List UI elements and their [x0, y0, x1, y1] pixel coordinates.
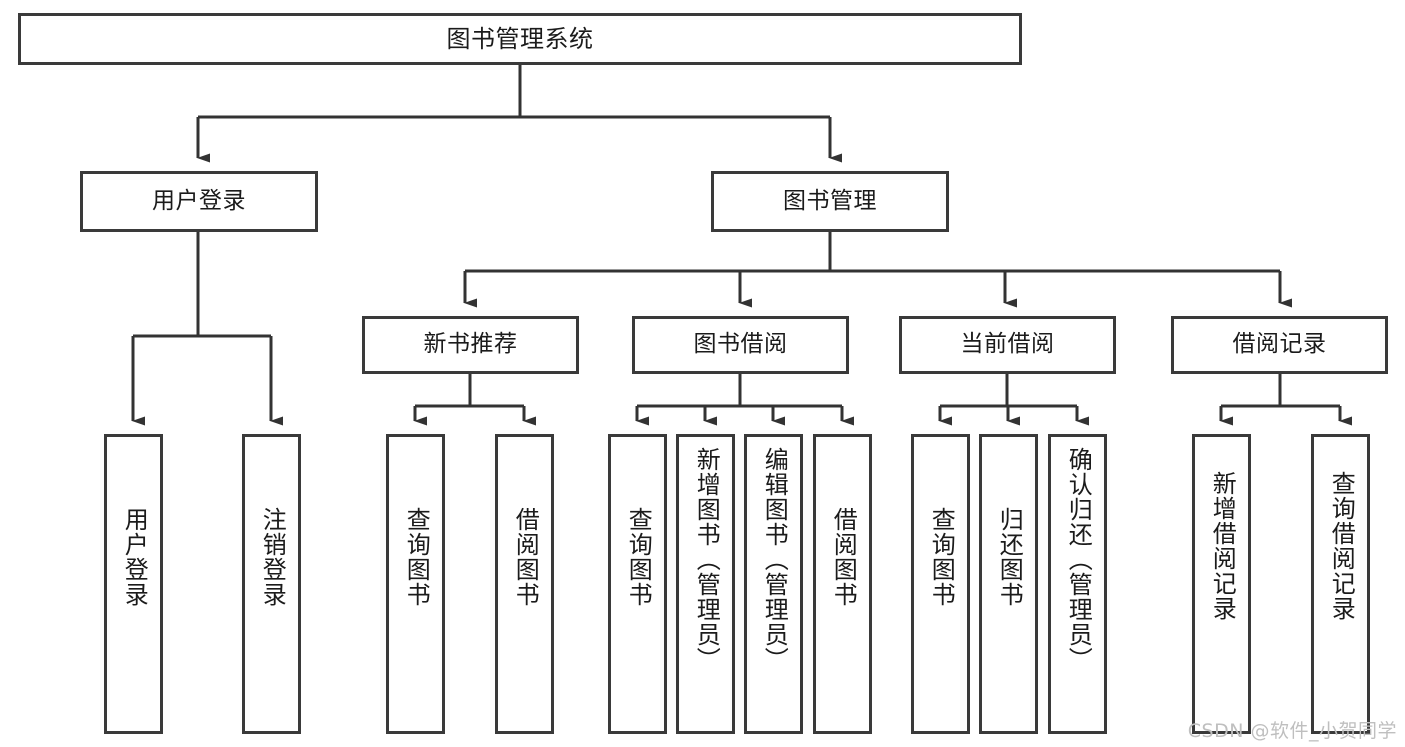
node-book-management[interactable]: 图书管理 [711, 171, 949, 232]
node-label: 图书管理系统 [446, 24, 594, 53]
node-label: 编辑图书（管理员） [760, 447, 789, 672]
node-label: 确认归还（管理员） [1064, 447, 1093, 672]
node-leaf-return-book[interactable]: 归还图书 [979, 434, 1038, 734]
edge-recommend-to-leaves [413, 374, 536, 426]
node-label: 借阅记录 [1232, 331, 1327, 358]
edge-record-to-leaves [1219, 374, 1352, 426]
node-label: 归还图书 [995, 507, 1024, 607]
node-label: 新增借阅记录 [1208, 471, 1237, 621]
node-label: 用户登录 [152, 187, 246, 214]
watermark-text: CSDN @软件_小贺同学 [1187, 720, 1397, 742]
node-leaf-add-borrow-record[interactable]: 新增借阅记录 [1192, 434, 1251, 734]
node-label: 图书管理 [783, 187, 877, 214]
node-current-borrow[interactable]: 当前借阅 [899, 316, 1116, 374]
edge-current-to-leaves [938, 374, 1089, 426]
node-borrow-record[interactable]: 借阅记录 [1171, 316, 1388, 374]
node-new-book-recommend[interactable]: 新书推荐 [362, 316, 579, 374]
edge-userlogin-to-leaves [131, 232, 283, 426]
node-book-borrow[interactable]: 图书借阅 [632, 316, 849, 374]
node-leaf-query-book-1[interactable]: 查询图书 [386, 434, 445, 734]
node-leaf-add-book[interactable]: 新增图书（管理员） [676, 434, 735, 734]
node-label: 查询借阅记录 [1327, 471, 1356, 621]
node-label: 图书借阅 [693, 331, 788, 358]
node-root-system[interactable]: 图书管理系统 [18, 13, 1022, 65]
node-leaf-logout-login[interactable]: 注销登录 [242, 434, 301, 734]
node-label: 查询图书 [402, 507, 431, 607]
node-leaf-borrow-book-2[interactable]: 借阅图书 [813, 434, 872, 734]
node-leaf-query-borrow-record[interactable]: 查询借阅记录 [1311, 434, 1370, 734]
node-leaf-borrow-book-1[interactable]: 借阅图书 [495, 434, 554, 734]
node-label: 查询图书 [624, 507, 653, 607]
node-label: 新书推荐 [423, 331, 518, 358]
node-leaf-confirm-return[interactable]: 确认归还（管理员） [1048, 434, 1107, 734]
node-label: 查询图书 [927, 507, 956, 607]
edge-root-to-level2 [196, 65, 842, 163]
node-leaf-edit-book[interactable]: 编辑图书（管理员） [744, 434, 803, 734]
node-label: 当前借阅 [960, 331, 1055, 358]
node-label: 新增图书（管理员） [692, 447, 721, 672]
node-user-login[interactable]: 用户登录 [80, 171, 318, 232]
edge-bookmgmt-to-level3 [463, 232, 1292, 308]
node-label: 借阅图书 [829, 507, 858, 607]
node-label: 用户登录 [120, 507, 149, 607]
node-leaf-query-book-2[interactable]: 查询图书 [608, 434, 667, 734]
edge-borrow-to-leaves [635, 374, 854, 426]
node-label: 借阅图书 [511, 507, 540, 607]
node-leaf-query-book-3[interactable]: 查询图书 [911, 434, 970, 734]
node-leaf-user-login[interactable]: 用户登录 [104, 434, 163, 734]
node-label: 注销登录 [258, 507, 287, 607]
